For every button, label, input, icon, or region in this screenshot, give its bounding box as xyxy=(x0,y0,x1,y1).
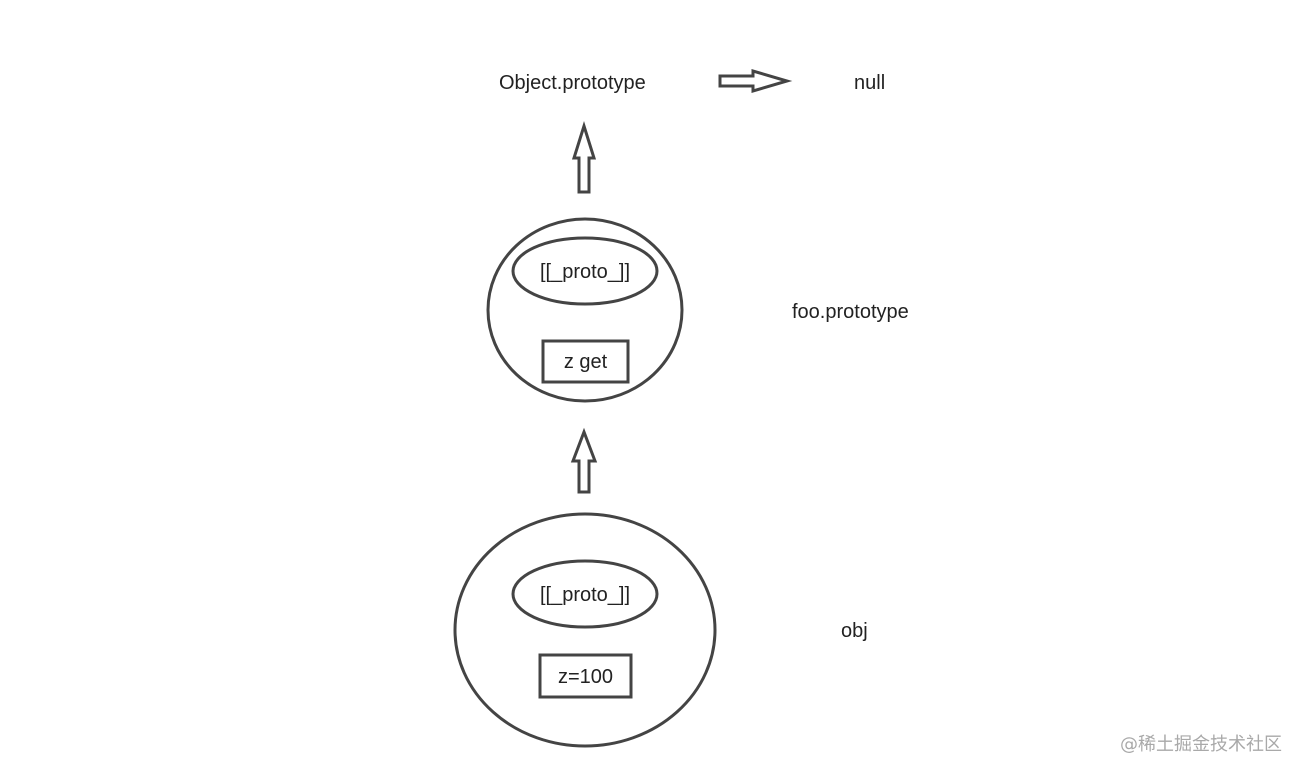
obj-node: [[_proto_]] z=100 xyxy=(453,512,717,748)
foo-prototype-proto-slot: [[_proto_]] xyxy=(540,261,630,283)
null-label: null xyxy=(854,72,885,94)
foo-prototype-property-box xyxy=(541,339,630,384)
obj-property: z=100 xyxy=(558,666,613,688)
obj-proto-slot: [[_proto_]] xyxy=(540,584,630,606)
foo-prototype-node: [[_proto_]] z get xyxy=(486,217,684,403)
arrow-up-icon xyxy=(570,427,598,494)
arrow-up-icon xyxy=(571,120,597,194)
obj-property-box xyxy=(538,653,633,699)
object-prototype-label: Object.prototype xyxy=(499,72,646,94)
obj-outer-circle xyxy=(453,512,717,748)
foo-prototype-proto-ellipse xyxy=(511,236,659,306)
foo-prototype-outer-circle xyxy=(486,217,684,403)
obj-label: obj xyxy=(841,620,868,642)
foo-prototype-label: foo.prototype xyxy=(792,301,909,323)
arrow-right-icon xyxy=(718,68,793,94)
obj-proto-ellipse xyxy=(511,559,659,629)
watermark: @稀土掘金技术社区 xyxy=(1120,734,1282,755)
foo-prototype-property: z get xyxy=(564,351,608,373)
